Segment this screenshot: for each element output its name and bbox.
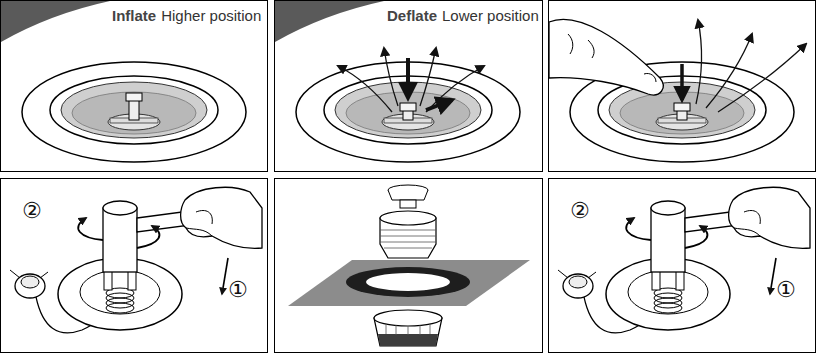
deflate-step (275, 1, 520, 162)
label-group: ② (22, 199, 42, 223)
exploded-view-part (380, 230, 436, 248)
press-step-part (549, 19, 663, 95)
exploded-view-part (374, 310, 442, 326)
inflate-step-part (126, 93, 142, 101)
exploded-view-part (400, 200, 416, 208)
instruction-text: Deflate (387, 7, 437, 25)
inflate-step (1, 1, 246, 162)
panel-frame-part (549, 1, 816, 172)
exploded-view-part (366, 273, 450, 291)
label-group: ① (776, 278, 796, 302)
valve-illustration-part (558, 187, 810, 333)
inflate-step-part (22, 62, 246, 162)
callout-number: ② (22, 199, 42, 223)
press-step-part (706, 34, 752, 108)
exploded-view-part (380, 211, 436, 225)
deflate-step-part (420, 48, 436, 106)
panel-frame-part (1, 179, 268, 353)
instruction-text: Lower position (442, 7, 539, 25)
deflate-step-part (384, 48, 398, 106)
label-group: Inflate Higher position (112, 7, 261, 25)
instruction-text: Inflate (112, 7, 156, 25)
label-group: Deflate Lower position (387, 7, 539, 25)
label-group: ① (228, 278, 248, 302)
deflate-step-part (426, 100, 452, 110)
callout-number: ① (228, 278, 248, 302)
deflate-step-part (400, 103, 416, 111)
deflate-step-part (275, 1, 384, 42)
press-step (549, 19, 806, 162)
press-step-part (718, 44, 806, 112)
panel-frame-part (275, 179, 543, 353)
inflate-step-part (1, 1, 110, 42)
press-step-part (674, 103, 690, 111)
press-step-part (696, 20, 702, 104)
panel-frame-part (549, 179, 816, 353)
label-group: ② (570, 199, 590, 223)
panel-frame-part (1, 1, 268, 172)
exploded-view-part (386, 324, 430, 335)
callout-number: ② (570, 199, 590, 223)
press-step-part (568, 34, 656, 82)
press-step-part (680, 64, 684, 100)
deflate-step-part (338, 66, 392, 112)
valve-illustration-part (10, 187, 262, 333)
exploded-view-part (388, 190, 428, 200)
deflate-step-part (426, 66, 484, 112)
exploded-view-part (346, 267, 470, 297)
callout-number: ① (776, 278, 796, 302)
exploded-view-part (378, 334, 438, 346)
exploded-view-part (288, 260, 530, 306)
exploded-view (288, 185, 530, 346)
instruction-text: Higher position (161, 7, 261, 25)
deflate-step-part (406, 58, 410, 98)
panel-frame-part (275, 1, 543, 172)
